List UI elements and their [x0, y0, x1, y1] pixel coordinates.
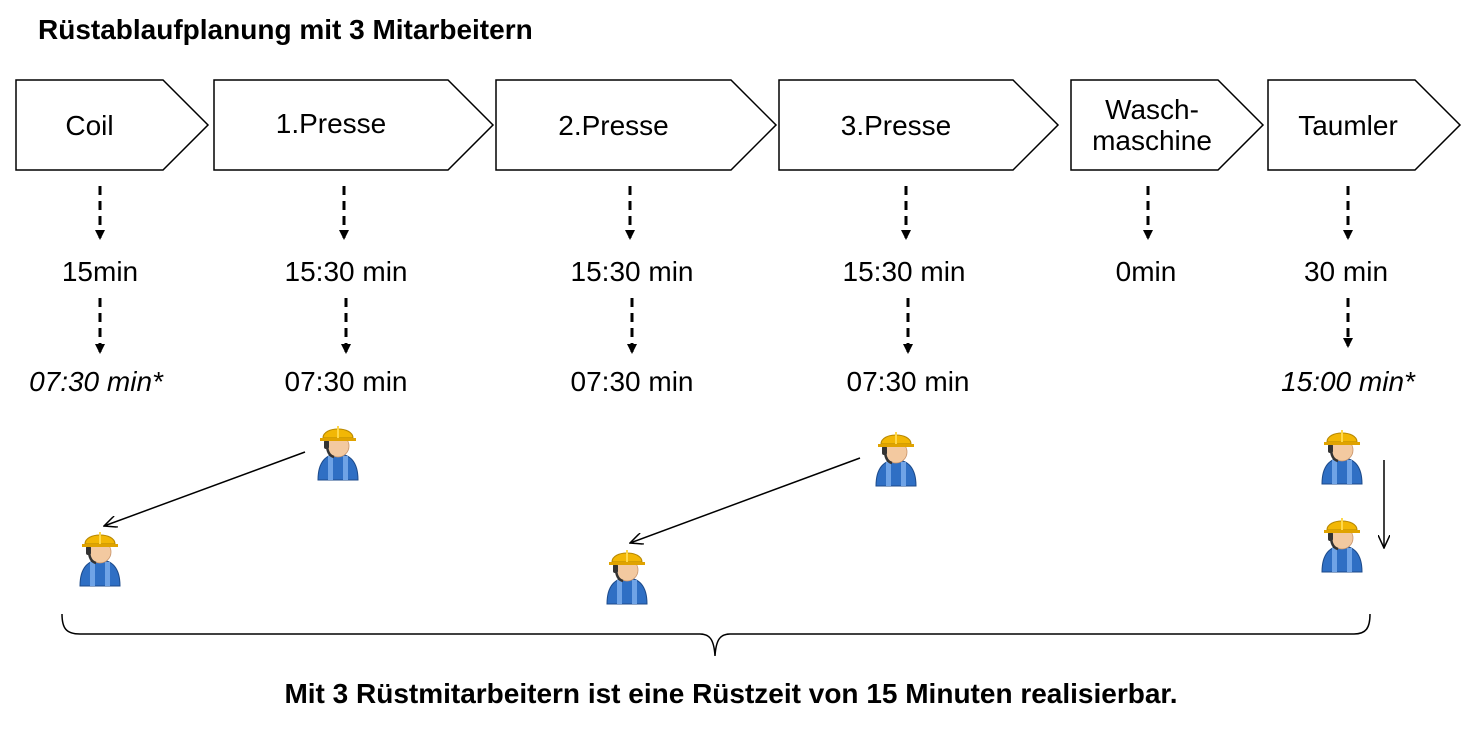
step-label-taumler: Taumler	[1298, 109, 1398, 141]
summary-brace	[61, 613, 1371, 657]
time-taumler: 30 min	[1303, 256, 1389, 287]
step-shape-taumler	[1267, 79, 1462, 171]
worker-icon-presse-1	[316, 424, 360, 482]
step-shape-coil	[15, 79, 210, 171]
move-arrow-presse1-to-coil	[104, 451, 306, 526]
time-presse-3: 15:30 min	[842, 256, 966, 287]
subtime-presse-2: 07:30 min	[570, 366, 694, 397]
time-presse-2: 15:30 min	[570, 256, 694, 287]
step-label-presse-1: 1.Presse	[275, 107, 387, 139]
step-shape-presse-1	[213, 79, 495, 171]
worker-icon-presse-3	[874, 430, 918, 488]
subtime-coil: 07:30 min*	[29, 366, 163, 397]
worker-icon-coil	[78, 530, 122, 588]
step-label-waschmaschine: Wasch- maschine	[1092, 94, 1212, 156]
summary-caption: Mit 3 Rüstmitarbeitern ist eine Rüstzeit…	[284, 678, 1178, 709]
arrows-row-2	[95, 298, 1353, 354]
subtime-taumler: 15:00 min*	[1281, 366, 1415, 397]
step-label-presse-2: 2.Presse	[558, 109, 669, 141]
step-shape-presse-2	[495, 79, 778, 171]
time-waschmaschine: 0min	[1115, 256, 1177, 287]
step-label-presse-3: 3.Presse	[840, 109, 952, 141]
time-presse-1: 15:30 min	[284, 256, 408, 287]
subtime-presse-3: 07:30 min	[846, 366, 970, 397]
worker-icon-taumler-bottom	[1320, 516, 1364, 574]
subtime-presse-1: 07:30 min	[284, 366, 408, 397]
move-arrow-presse3-to-presse2	[630, 457, 861, 543]
time-coil: 15min	[61, 256, 139, 287]
step-shapes	[15, 79, 1462, 171]
worker-icon-presse-2	[605, 548, 649, 606]
worker-icon-taumler-top	[1320, 428, 1364, 486]
step-label-coil: Coil	[65, 109, 114, 141]
movement-arrows	[104, 451, 1384, 548]
arrows-row-1	[95, 186, 1353, 240]
step-shape-waschmaschine	[1070, 79, 1265, 171]
step-shape-presse-3	[778, 79, 1060, 171]
diagram-title: Rüstablaufplanung mit 3 Mitarbeitern	[38, 14, 533, 45]
